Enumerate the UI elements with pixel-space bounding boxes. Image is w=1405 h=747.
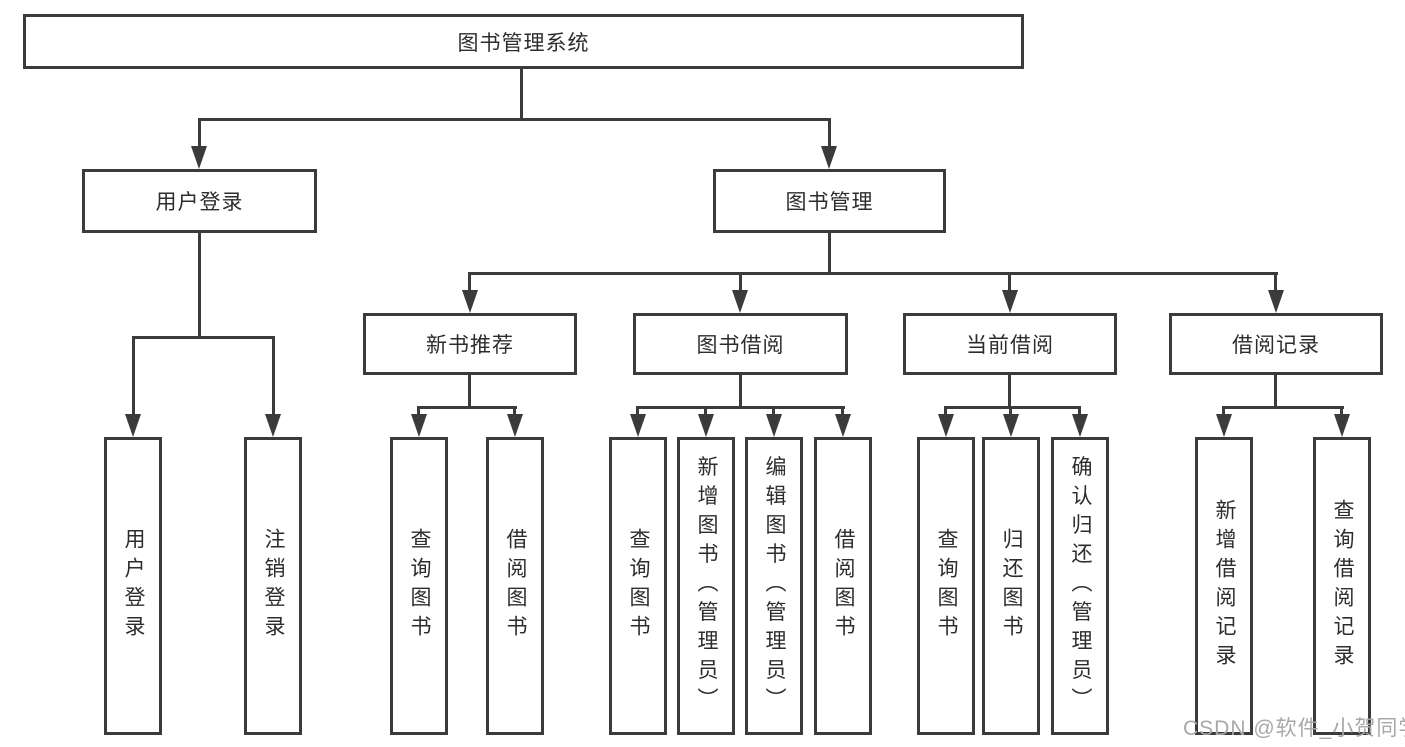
connector-root-horizontal xyxy=(198,118,830,121)
leaf-label: 新增图书（管理员） xyxy=(695,455,718,717)
connector-to-leaf-query-books-3 xyxy=(944,406,947,414)
leaf-label: 查询图书 xyxy=(935,528,958,644)
arrowhead-new-book-recommend xyxy=(462,290,478,313)
csdn-watermark: CSDN @软件_小贺同学 xyxy=(1183,717,1405,740)
leaf-user-login: 用户登录 xyxy=(104,437,162,735)
leaf-confirm-return-admin: 确认归还（管理员） xyxy=(1051,437,1109,735)
connector-book-borrow-vertical xyxy=(739,375,742,406)
connector-to-leaf-add-borrow-record xyxy=(1222,406,1225,414)
leaf-label: 查询图书 xyxy=(627,528,650,644)
connector-to-new-book-recommend xyxy=(468,272,471,290)
arrowhead-book-borrowing xyxy=(732,290,748,313)
connector-to-leaf-query-borrow-record xyxy=(1340,406,1343,414)
connector-to-book-borrowing xyxy=(739,272,742,290)
connector-root-vertical xyxy=(520,69,523,118)
arrowhead-leaf-query-borrow-record xyxy=(1334,414,1350,437)
leaf-query-books-current: 查询图书 xyxy=(917,437,975,735)
connector-book-borrow-horizontal xyxy=(636,406,845,409)
leaf-label: 新增借阅记录 xyxy=(1213,499,1236,673)
connector-book-management-horizontal xyxy=(468,272,1278,275)
node-label: 图书借阅 xyxy=(696,334,785,357)
leaf-label: 查询借阅记录 xyxy=(1331,499,1354,673)
arrowhead-leaf-return-books xyxy=(1003,414,1019,437)
node-label: 当前借阅 xyxy=(966,334,1054,357)
connector-current-borrow-horizontal xyxy=(944,406,1081,409)
leaf-label: 查询图书 xyxy=(408,528,431,644)
connector-user-login-horizontal xyxy=(132,336,275,339)
leaf-query-books-borrowing: 查询图书 xyxy=(609,437,667,735)
connector-to-leaf-logout xyxy=(272,336,275,414)
node-book-management: 图书管理 xyxy=(713,169,946,233)
leaf-add-borrow-record: 新增借阅记录 xyxy=(1195,437,1253,735)
leaf-label: 归还图书 xyxy=(1000,528,1023,644)
leaf-query-borrow-record: 查询借阅记录 xyxy=(1313,437,1371,735)
leaf-label: 用户登录 xyxy=(122,528,145,644)
node-label: 图书管理系统 xyxy=(457,31,590,55)
node-label: 新书推荐 xyxy=(426,334,514,357)
connector-new-book-horizontal xyxy=(417,406,517,409)
arrowhead-leaf-query-books-2 xyxy=(630,414,646,437)
connector-to-leaf-borrow-books-2 xyxy=(841,406,844,414)
leaf-label: 注销登录 xyxy=(262,528,285,644)
connector-to-leaf-edit-books xyxy=(772,406,775,414)
leaf-label: 借阅图书 xyxy=(832,528,855,644)
arrowhead-leaf-user-login xyxy=(125,414,141,437)
arrowhead-leaf-confirm-return xyxy=(1072,414,1088,437)
leaf-return-books: 归还图书 xyxy=(982,437,1040,735)
leaf-edit-books-admin: 编辑图书（管理员） xyxy=(745,437,803,735)
leaf-label: 确认归还（管理员） xyxy=(1069,455,1092,717)
connector-to-current-borrowing xyxy=(1008,272,1011,290)
arrowhead-leaf-borrow-books-2 xyxy=(835,414,851,437)
node-borrowing-records: 借阅记录 xyxy=(1169,313,1383,375)
arrowhead-leaf-borrow-books-1 xyxy=(507,414,523,437)
connector-to-borrowing-records xyxy=(1274,272,1277,290)
arrowhead-leaf-query-books-1 xyxy=(411,414,427,437)
connector-to-leaf-borrow-books-1 xyxy=(513,406,516,414)
leaf-logout: 注销登录 xyxy=(244,437,302,735)
arrowhead-leaf-query-books-3 xyxy=(938,414,954,437)
arrowhead-leaf-logout xyxy=(265,414,281,437)
leaf-borrow-books-new-book: 借阅图书 xyxy=(486,437,544,735)
arrowhead-current-borrowing xyxy=(1002,290,1018,313)
leaf-query-books-new-book: 查询图书 xyxy=(390,437,448,735)
arrowhead-user-login xyxy=(191,146,207,169)
connector-to-leaf-user-login xyxy=(132,336,135,414)
connector-to-leaf-query-books-1 xyxy=(417,406,420,414)
node-book-borrowing: 图书借阅 xyxy=(633,313,848,375)
arrowhead-leaf-add-books xyxy=(698,414,714,437)
leaf-add-books-admin: 新增图书（管理员） xyxy=(677,437,735,735)
connector-to-leaf-confirm-return xyxy=(1078,406,1081,414)
connector-borrow-records-horizontal xyxy=(1222,406,1344,409)
leaf-borrow-books-borrowing: 借阅图书 xyxy=(814,437,872,735)
node-current-borrowing: 当前借阅 xyxy=(903,313,1117,375)
connector-book-management-vertical xyxy=(828,233,831,272)
arrowhead-book-management xyxy=(821,146,837,169)
node-label: 借阅记录 xyxy=(1232,334,1320,357)
connector-root-to-book-management xyxy=(828,118,831,147)
arrowhead-borrowing-records xyxy=(1268,290,1284,313)
node-new-book-recommend: 新书推荐 xyxy=(363,313,577,375)
leaf-label: 编辑图书（管理员） xyxy=(763,455,786,717)
leaf-label: 借阅图书 xyxy=(504,528,527,644)
arrowhead-leaf-edit-books xyxy=(766,414,782,437)
node-label: 用户登录 xyxy=(155,191,244,214)
connector-to-leaf-add-books xyxy=(704,406,707,414)
connector-new-book-vertical xyxy=(468,375,471,406)
connector-to-leaf-query-books-2 xyxy=(636,406,639,414)
connector-to-leaf-return-books xyxy=(1009,406,1012,414)
connector-root-to-user-login xyxy=(198,118,201,147)
connector-borrow-records-vertical xyxy=(1274,375,1277,406)
node-user-login: 用户登录 xyxy=(82,169,317,233)
connector-user-login-vertical xyxy=(198,233,201,336)
arrowhead-leaf-add-borrow-record xyxy=(1216,414,1232,437)
connector-current-borrow-vertical xyxy=(1008,375,1011,406)
node-library-management-system: 图书管理系统 xyxy=(23,14,1024,69)
node-label: 图书管理 xyxy=(785,191,874,214)
